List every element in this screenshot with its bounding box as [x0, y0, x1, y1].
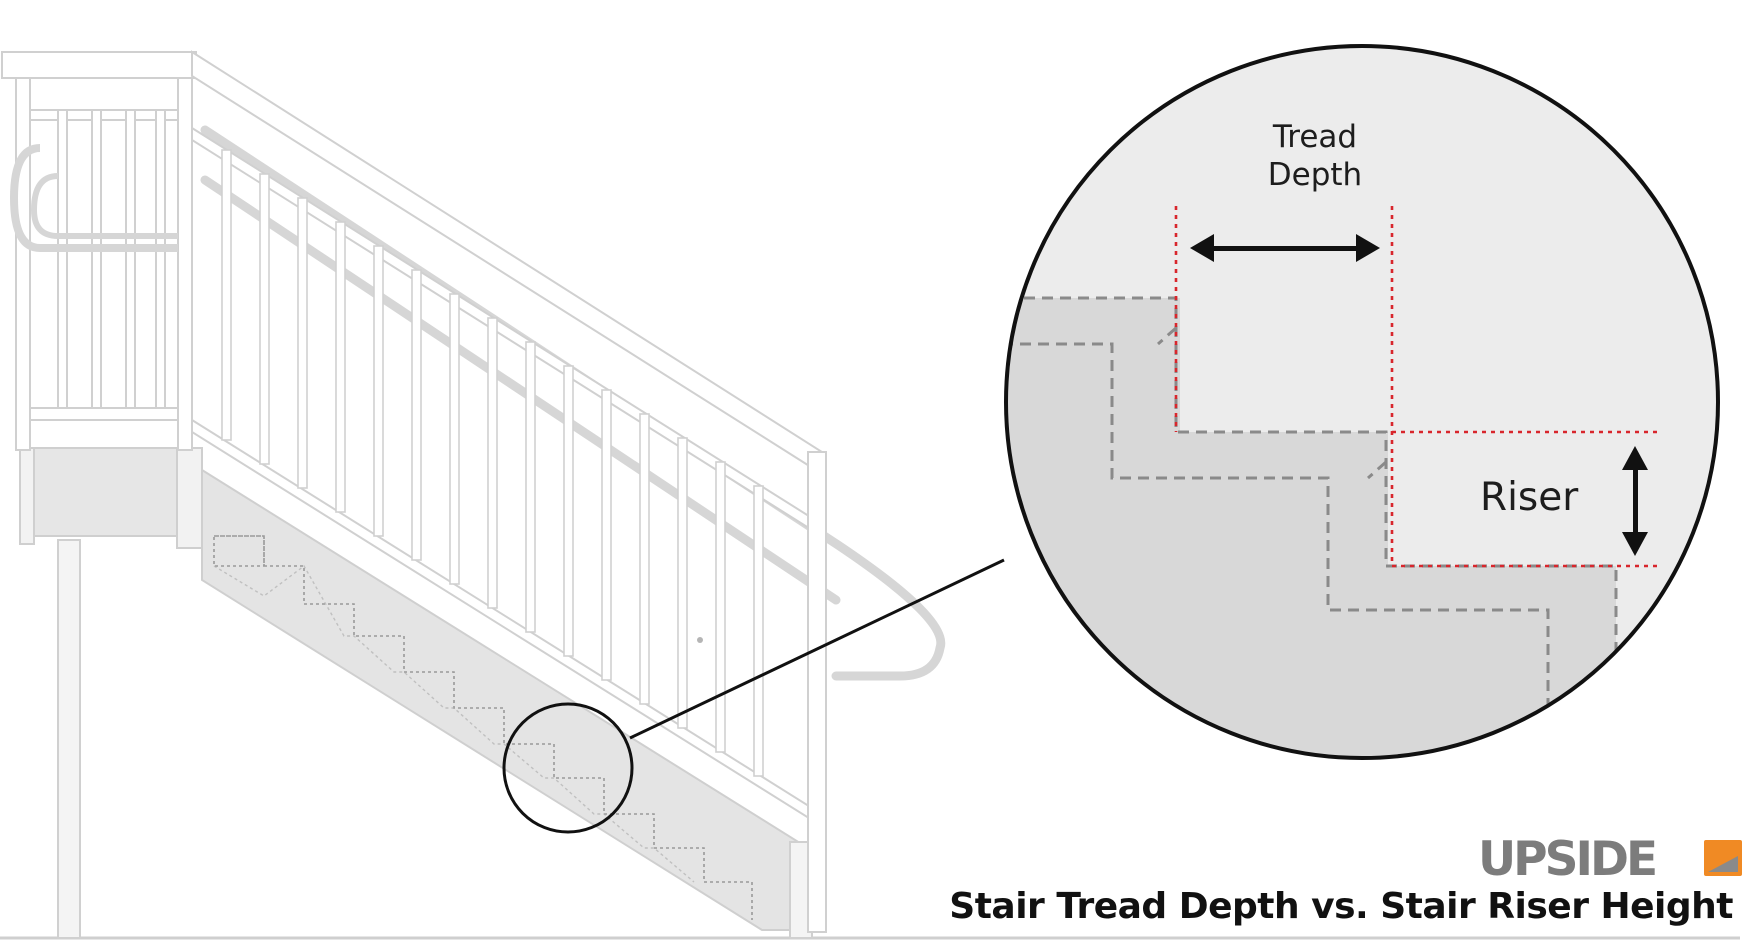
zoom-detail: [1004, 44, 1720, 760]
zoom-connector: [629, 558, 1005, 740]
magnifier-circle: [502, 702, 634, 834]
dashed-step-outline-lower: [1006, 342, 1550, 720]
stringer-step-profile: [213, 535, 753, 920]
front-railing: [191, 50, 827, 933]
riser-label: Riser: [1480, 475, 1579, 520]
tread-label-line2: Depth: [1267, 157, 1363, 193]
back-handrail: [200, 125, 946, 681]
staircase-illustration: [0, 50, 1740, 940]
landing-fascia: [33, 447, 203, 537]
logo-text: UPSIDE: [1478, 832, 1658, 887]
diagram-caption: Stair Tread Depth vs. Stair Riser Height: [949, 886, 1733, 927]
upside-logo-mark: [1704, 840, 1742, 876]
landing-guard: [1, 51, 197, 451]
tread-label-line1: Tread: [1272, 119, 1358, 155]
stair-stringer: [201, 468, 809, 931]
landing-post: [57, 539, 81, 939]
zoom-circle-border: [1004, 44, 1720, 760]
tread-guides: [1174, 206, 1394, 566]
tread-depth-label: Tread Depth: [1215, 118, 1415, 194]
tread-depth-arrow: [1190, 234, 1380, 262]
upside-logo: UPSIDE: [1478, 832, 1658, 887]
riser-height-arrow: [1622, 446, 1648, 556]
